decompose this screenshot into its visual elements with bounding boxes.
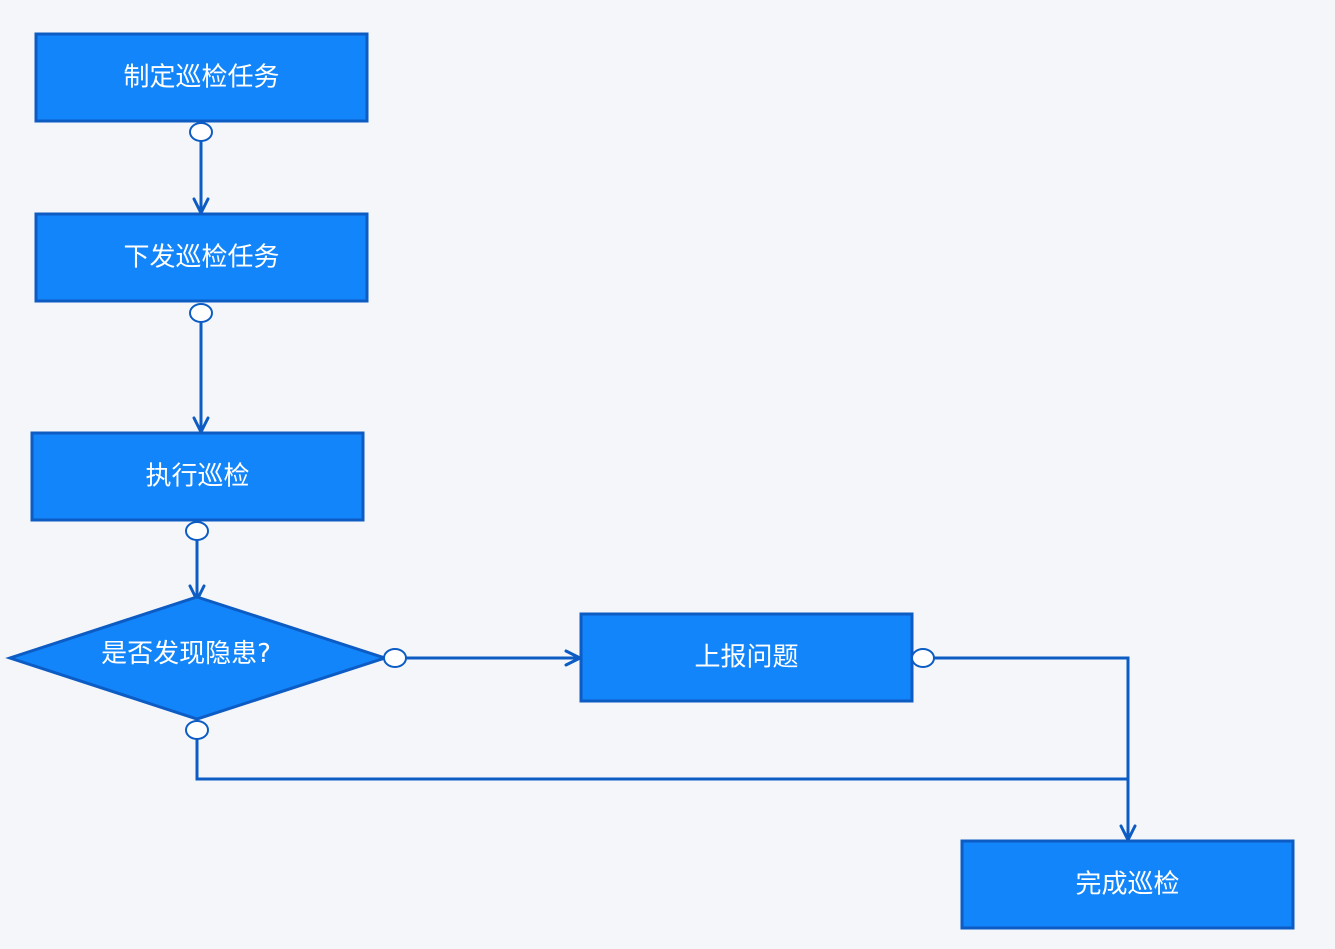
node-dispatch-task-box (34, 212, 369, 303)
connection-ports (185, 122, 935, 740)
node-dispatch-task[interactable]: 下发巡检任务 (34, 212, 369, 303)
node-make-task-box (34, 32, 369, 123)
port-make-task-bottom (189, 122, 213, 142)
node-execute-label: 执行巡检 (145, 462, 249, 492)
node-dispatch-task-label: 下发巡检任务 (123, 243, 279, 273)
node-complete[interactable]: 完成巡检 (960, 839, 1295, 930)
edge-report-to-complete (923, 656, 1137, 842)
node-report[interactable]: 上报问题 (579, 612, 914, 703)
port-report-right (911, 648, 935, 668)
port-decision-bottom (185, 720, 209, 740)
node-decision-diamond (5, 595, 390, 721)
edges (188, 132, 1137, 842)
port-dispatch-task-bottom (189, 303, 213, 323)
port-decision-right (383, 648, 407, 668)
node-execute-box (30, 431, 365, 522)
node-complete-label: 完成巡检 (1075, 870, 1179, 900)
port-execute-bottom (185, 521, 209, 541)
edge-decision-to-complete (195, 730, 1128, 781)
node-execute[interactable]: 执行巡检 (30, 431, 365, 522)
node-make-task[interactable]: 制定巡检任务 (34, 32, 369, 123)
node-decision-label: 是否发现隐患? (101, 639, 271, 669)
node-decision[interactable]: 是否发现隐患? (5, 595, 390, 721)
node-make-task-label: 制定巡检任务 (123, 63, 279, 93)
node-complete-box (960, 839, 1295, 930)
node-report-label: 上报问题 (694, 643, 798, 673)
